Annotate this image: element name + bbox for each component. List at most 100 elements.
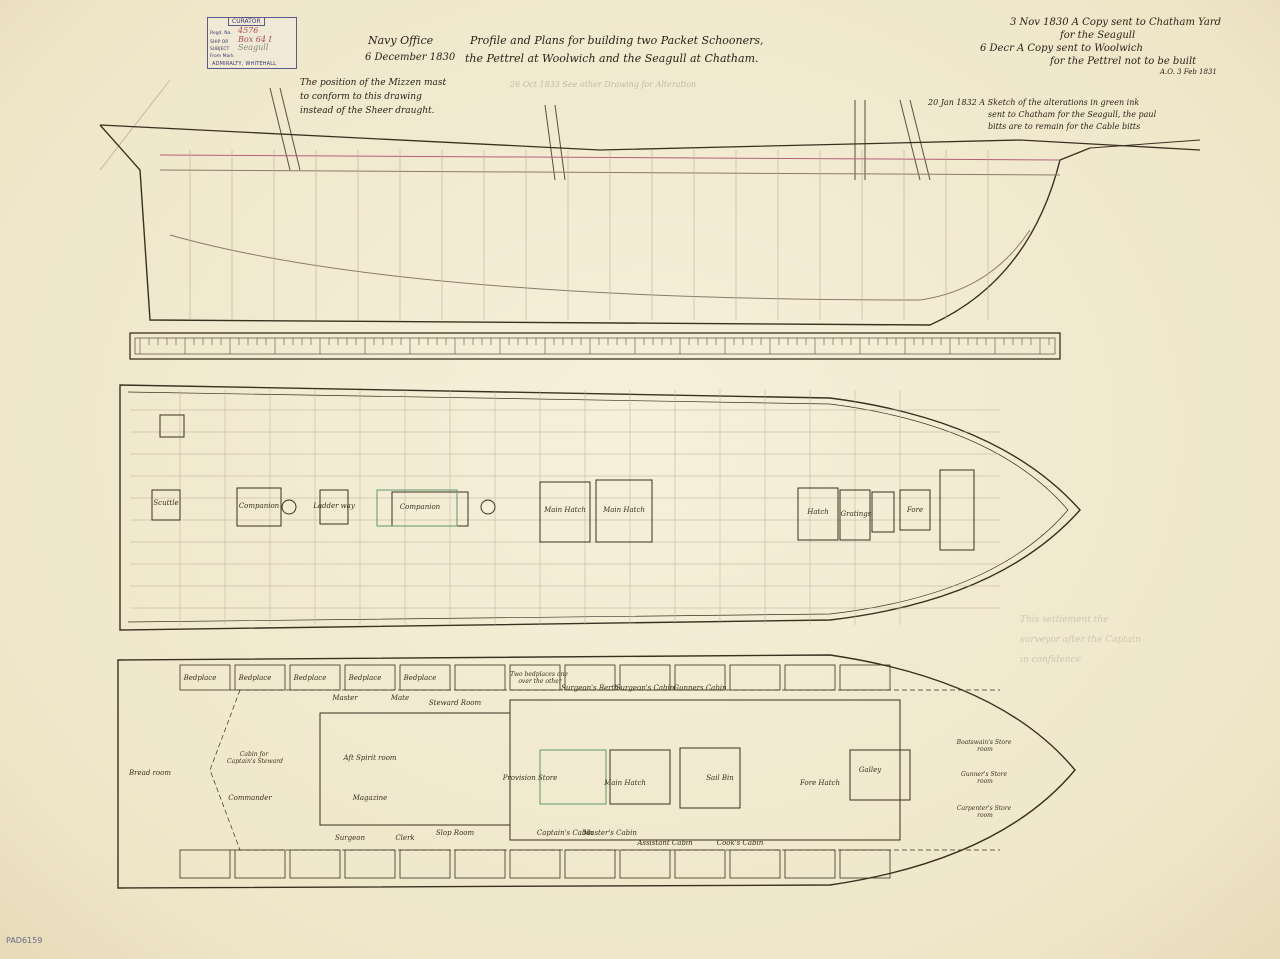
copies-note-line: A.O. 3 Feb 1831 [1160,68,1217,76]
title-office: Navy Office [368,34,434,47]
cabin-outline [234,664,286,691]
deck-label: Main Hatch [602,506,645,514]
deck-label: Companion [239,502,280,510]
reference-number: PAD6159 [6,936,43,945]
room-label: Carpenter's Store room [957,805,1013,819]
masts [99,79,931,181]
mizzen-note-line: The position of the Mizzen mast [300,78,447,88]
room-label: Commander [228,794,272,802]
room-label: Surgeon [335,834,365,842]
cabin-outline [839,849,891,879]
room-label: Sail Bin [706,774,734,782]
room-label: Galley [859,766,882,774]
cabin-outline [344,849,396,879]
cabin-outline [619,664,671,691]
curator-stamp: CURATOR Regd. No. 4576 SHIP OR Box 64 I … [207,17,297,69]
room-label: Aft Spirit room [342,754,396,762]
room-label: Bedplace [293,674,327,682]
deck-label: Main Hatch [543,506,586,514]
cabin-outline [509,664,561,691]
scale-bar [129,332,1061,360]
stamp-header: CURATOR [228,17,265,26]
sketch-note-line: bitts are to remain for the Cable bitts [988,122,1141,131]
room-label: Magazine [352,794,388,802]
faint-note-line: in confidence [1020,655,1082,665]
faint-note-line: This settlement the [1020,615,1109,625]
deck-label: Companion [400,503,441,511]
room-label: Mate [390,694,409,702]
room-label: Gunner's Store room [961,771,1009,785]
copies-note-line: 6 Decr A Copy sent to Woolwich [980,43,1143,54]
room-label: Master [331,694,358,702]
room-label: Fore Hatch [799,779,840,787]
title-line2: the Pettrel at Woolwich and the Seagull … [465,52,759,65]
cabin-outline [674,849,726,879]
room-label: Cabin for Captain's Steward [227,751,283,765]
hull-outline [99,124,1091,326]
room-label: Cook's Cabin [717,839,764,847]
cabin-outline [729,664,781,691]
mizzen-note-line: instead of the Sheer draught. [300,106,435,116]
cabin-outline [399,664,451,691]
title-date: 6 December 1830 [365,52,456,63]
cabin-outline [674,664,726,691]
sketch-note: 20 Jan 1832 A Sketch of the alterations … [928,97,1156,133]
stamp-subject-value: Seagull [238,43,269,52]
room-label: Provision Store [502,774,558,782]
deck-label: Hatch [806,508,829,516]
stamp-from-label: From Mark [210,54,234,59]
room-label: Two bedplaces one over the other [510,671,570,685]
room-label: Bedplace [348,674,382,682]
room-label: Assistant Cabin [636,839,693,847]
copies-note-line: for the Seagull [1060,30,1136,41]
room-label: Surgeon's Cabin [616,684,675,692]
cabin-outline [564,849,616,879]
cabin-outline [179,664,231,691]
cabin-outline [344,664,396,691]
faint-note-line: surveyor after the Captain [1020,635,1141,645]
stamp-regd-value: 4576 [238,26,259,35]
cabin-outline [564,664,616,691]
mizzen-note: The position of the Mizzen mast to confo… [300,76,446,118]
cabin-outline [729,849,781,879]
stamp-ship-value: Box 64 I [238,35,272,44]
sketch-note-line: 20 Jan 1832 A Sketch of the alterations … [928,98,1140,107]
stamp-ship-label: SHIP OR [210,40,229,45]
stamp-subject-label: SUBJECT [210,47,230,52]
copies-note-line: for the Pettrel not to be built [1050,56,1197,67]
cabin-outline [289,849,341,879]
cabin-outline [454,664,506,691]
room-label: Main Hatch [603,779,646,787]
room-label: Bedplace [183,674,217,682]
title-line1: Profile and Plans for building two Packe… [470,34,764,47]
room-label: Bread room [128,769,171,777]
cabin-outline [619,849,671,879]
room-label: Boatswain's Store room [956,739,1014,753]
cabin-outline [454,849,506,879]
cabin-outline [839,664,891,691]
room-label: Slop Room [436,829,475,837]
room-label: Surgeon's Berth [561,684,619,692]
cabin-outline [784,849,836,879]
cabin-outline [289,664,341,691]
room-label: Captain's Cabin [537,829,594,837]
stamp-footer: ADMIRALTY, WHITEHALL [212,61,277,67]
room-label: Steward Room [429,699,482,707]
room-label: Gunners Cabin [673,684,727,692]
room-label: Bedplace [403,674,437,682]
room-label: Master's Cabin [582,829,637,837]
cabin-outline [179,849,231,879]
upper-deck-plan [119,384,1081,631]
profile-view [99,79,1201,326]
deck-label: Ladder way [312,502,356,510]
room-label: Bedplace [238,674,272,682]
faint-right-note: This settlement the surveyor after the C… [1020,610,1141,670]
stamp-regd-label: Regd. No. [210,31,232,36]
copies-note-line: 3 Nov 1830 A Copy sent to Chatham Yard [1010,17,1222,28]
cabin-outline [234,849,286,879]
cabin-outline [399,849,451,879]
deck-label: Scuttle [153,499,178,507]
cabin-outline [784,664,836,691]
